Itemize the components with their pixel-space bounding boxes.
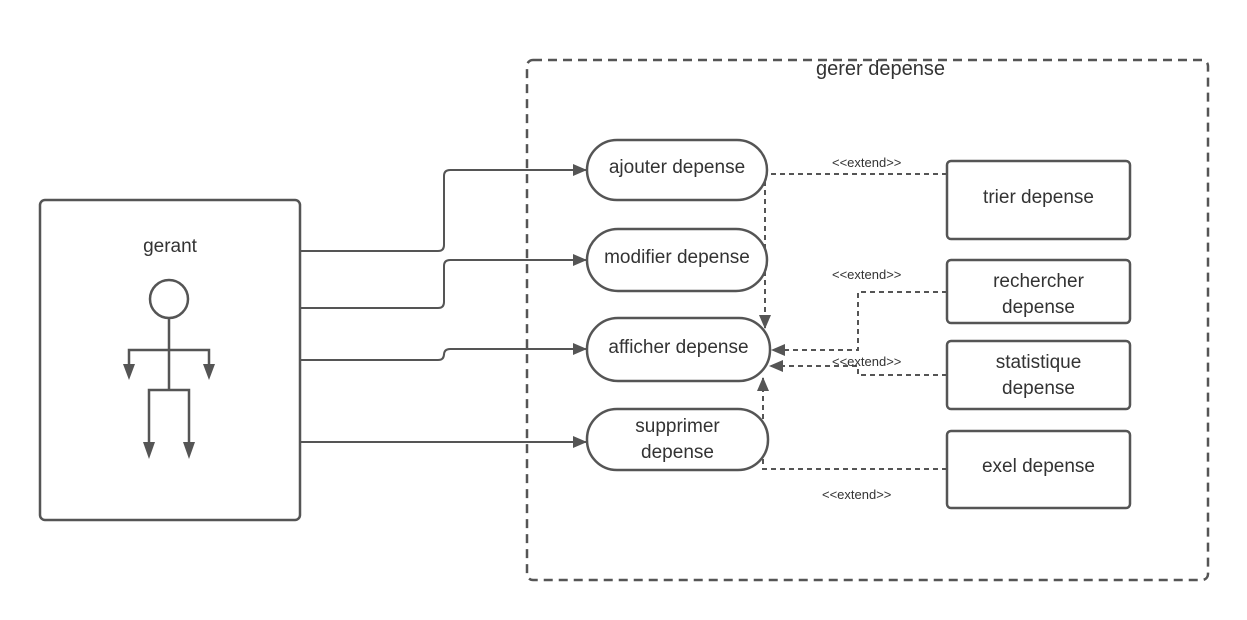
system-title: gerer depense <box>816 58 945 80</box>
extension-statistique-label: statistique depense <box>995 352 1082 399</box>
system-boundary <box>525 58 1210 582</box>
use-case-ajouter-oval[interactable] <box>585 138 769 202</box>
extend-label-trier: <<extend>> <box>832 155 902 170</box>
use-case-supprimer-oval[interactable] <box>585 407 770 472</box>
extend-rechercher <box>771 291 947 356</box>
use-case-supprimer-label: supprimer depense <box>635 416 720 463</box>
use-case-modifier-oval[interactable] <box>585 227 769 293</box>
extension-exel-box[interactable] <box>945 429 1132 510</box>
extend-trier <box>759 173 947 329</box>
use-case-modifier-label: modifier depense <box>604 247 750 268</box>
use-case-afficher-oval[interactable] <box>585 316 772 383</box>
actor-limb-arrows <box>123 364 215 459</box>
use-case-ajouter-label: ajouter depense <box>608 157 746 178</box>
association-ajouter <box>300 164 587 252</box>
extend-label-rechercher: <<extend>> <box>832 267 902 282</box>
actor-stick-figure-icon <box>127 278 211 445</box>
extension-rechercher-label: rechercher depense <box>993 271 1084 318</box>
extension-exel-label: exel depense <box>981 456 1096 477</box>
extension-statistique-box[interactable] <box>945 339 1132 411</box>
extension-trier-label: trier depense <box>983 187 1094 208</box>
actor-name: gerant <box>143 236 197 257</box>
extension-rechercher-box[interactable] <box>945 258 1132 325</box>
association-afficher <box>300 343 587 361</box>
use-case-afficher-label: afficher depense <box>608 336 749 358</box>
extension-trier-box[interactable] <box>945 159 1132 241</box>
extend-statistique <box>769 360 947 376</box>
extend-exel <box>757 377 947 470</box>
extend-label-statistique: <<extend>> <box>832 354 902 369</box>
extend-label-exel: <<extend>> <box>822 487 892 502</box>
association-modifier <box>300 254 587 309</box>
